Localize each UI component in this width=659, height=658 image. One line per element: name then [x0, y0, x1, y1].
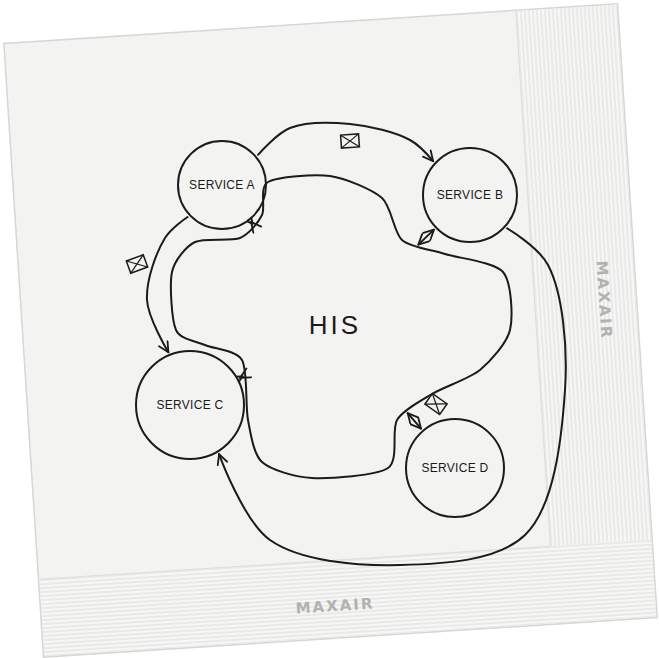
- circle-outline: [406, 419, 504, 517]
- node-label: SERVICE D: [421, 461, 488, 475]
- node-label: SERVICE A: [189, 178, 255, 192]
- circle-outline: [423, 148, 517, 242]
- node-label: SERVICE B: [437, 188, 504, 202]
- envelope-icon: [126, 255, 147, 273]
- envelope-icon: [341, 134, 360, 148]
- flow-arrow: [219, 228, 566, 565]
- service-circle: SERVICE A: [177, 140, 267, 230]
- service-circle: SERVICE B: [422, 147, 518, 243]
- circle-outline: [178, 141, 266, 229]
- flow-arrow: [258, 123, 433, 162]
- flow-arrow: [408, 413, 421, 429]
- flow-arrow: [251, 222, 253, 224]
- flow-arrow: [418, 230, 434, 245]
- node-label: HIS: [309, 310, 361, 341]
- node-label: SERVICE C: [156, 398, 223, 412]
- service-circle: SERVICE C: [135, 350, 245, 460]
- flow-arrow: [240, 376, 243, 377]
- flow-arrow: [147, 217, 188, 352]
- circle-outline: [136, 351, 244, 459]
- service-circle: SERVICE D: [405, 418, 505, 518]
